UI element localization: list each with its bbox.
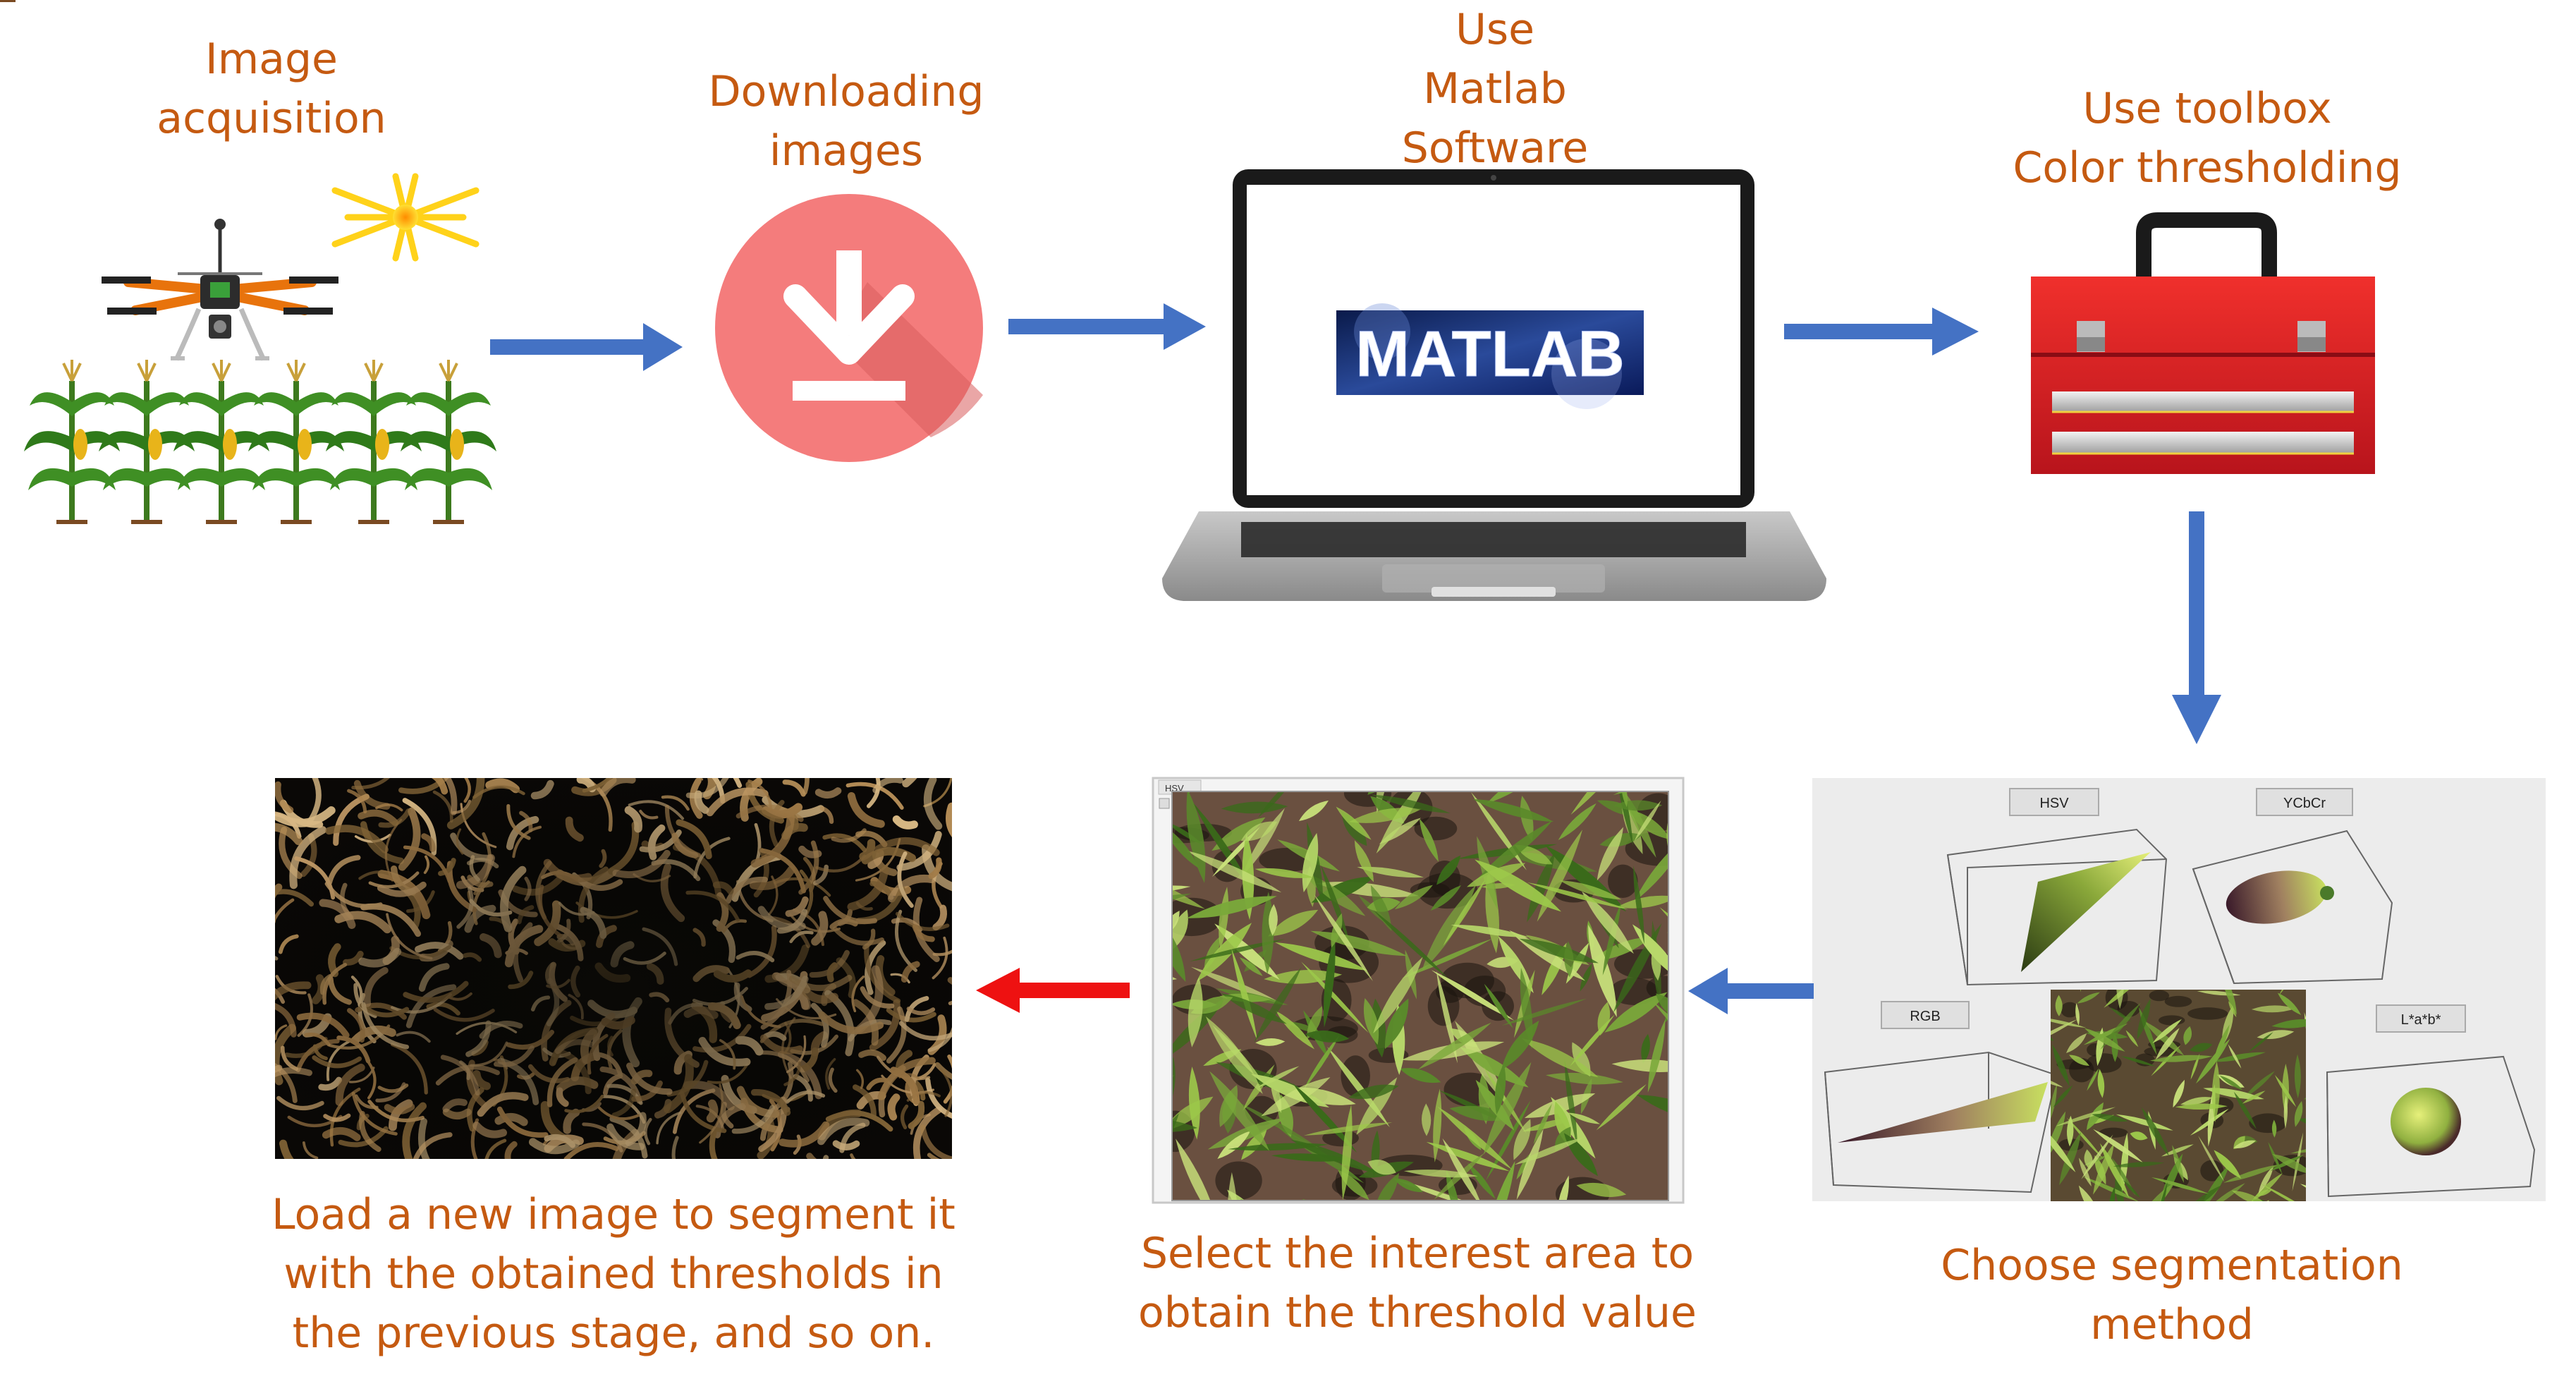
step-label-select: Select the interest area to obtain the t… — [1138, 1229, 1697, 1337]
sun-icon — [331, 173, 480, 262]
segmented-image — [275, 778, 952, 1159]
colorspace-rgb-label: RGB — [1910, 1009, 1940, 1024]
step-label-matlab: Use Matlab Software — [1401, 5, 1589, 173]
select-area-panel: HSV — [1152, 777, 1685, 1204]
colorspace-ycbcr-label: YCbCr — [2283, 796, 2326, 811]
step-label-download: Downloading images — [708, 67, 984, 176]
color-thresholder-panel: HSV YCbCr RGB L*a*b* — [1812, 778, 2546, 1201]
step-label-acquisition: Image acquisition — [157, 35, 386, 143]
colorspace-hsv-label: HSV — [2039, 796, 2069, 811]
toolbox-icon — [2031, 212, 2375, 474]
colorspace-lab-label: L*a*b* — [2401, 1012, 2441, 1028]
arrow-6 — [976, 968, 1130, 1013]
flow-arrows — [490, 303, 2221, 1014]
arrow-4 — [2172, 511, 2221, 744]
step-label-toolbox: Use toolbox Color thresholding — [2013, 84, 2402, 193]
arrow-1 — [490, 323, 683, 371]
arrow-5 — [1688, 968, 1814, 1014]
matlab-logo-text: MATLAB — [1355, 318, 1625, 390]
arrow-3 — [1784, 308, 1979, 356]
arrow-2 — [1008, 303, 1206, 350]
drone-icon — [102, 219, 338, 361]
step-label-load: Load a new image to segment it with the … — [271, 1190, 956, 1358]
laptop-icon: MATLAB — [1162, 169, 1826, 601]
download-icon — [715, 194, 983, 462]
step-label-choose: Choose segmentation method — [1941, 1241, 2403, 1349]
matlab-logo: MATLAB — [1336, 303, 1644, 409]
